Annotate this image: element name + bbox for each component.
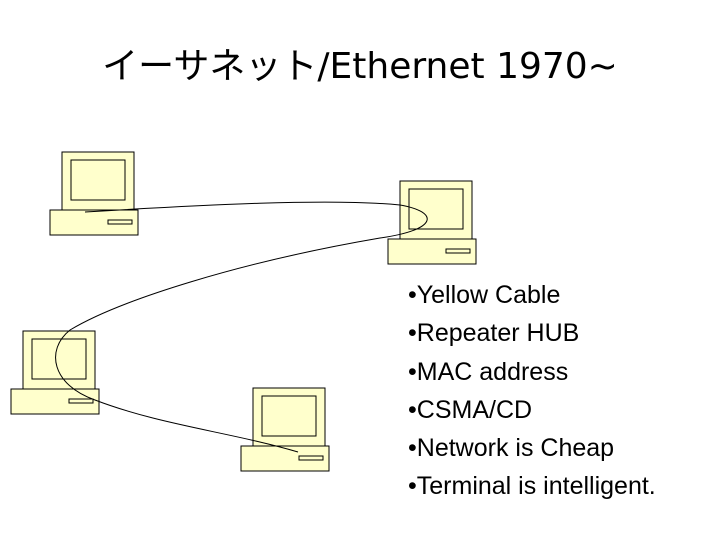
bullet-list: Yellow Cable Repeater HUB MAC address CS… xyxy=(408,276,656,506)
computer-icon xyxy=(10,330,100,415)
list-item: Yellow Cable xyxy=(408,276,656,314)
ethernet-cable xyxy=(55,201,428,453)
list-item: Terminal is intelligent. xyxy=(408,467,656,505)
slide-title: イーサネット/Ethernet 1970~ xyxy=(102,46,618,87)
list-item: Repeater HUB xyxy=(408,314,656,352)
computer-icon xyxy=(49,151,139,236)
list-item: MAC address xyxy=(408,353,656,391)
list-item: CSMA/CD xyxy=(408,391,656,429)
computer-icon xyxy=(240,387,330,472)
list-item: Network is Cheap xyxy=(408,429,656,467)
computer-icon xyxy=(387,180,477,265)
